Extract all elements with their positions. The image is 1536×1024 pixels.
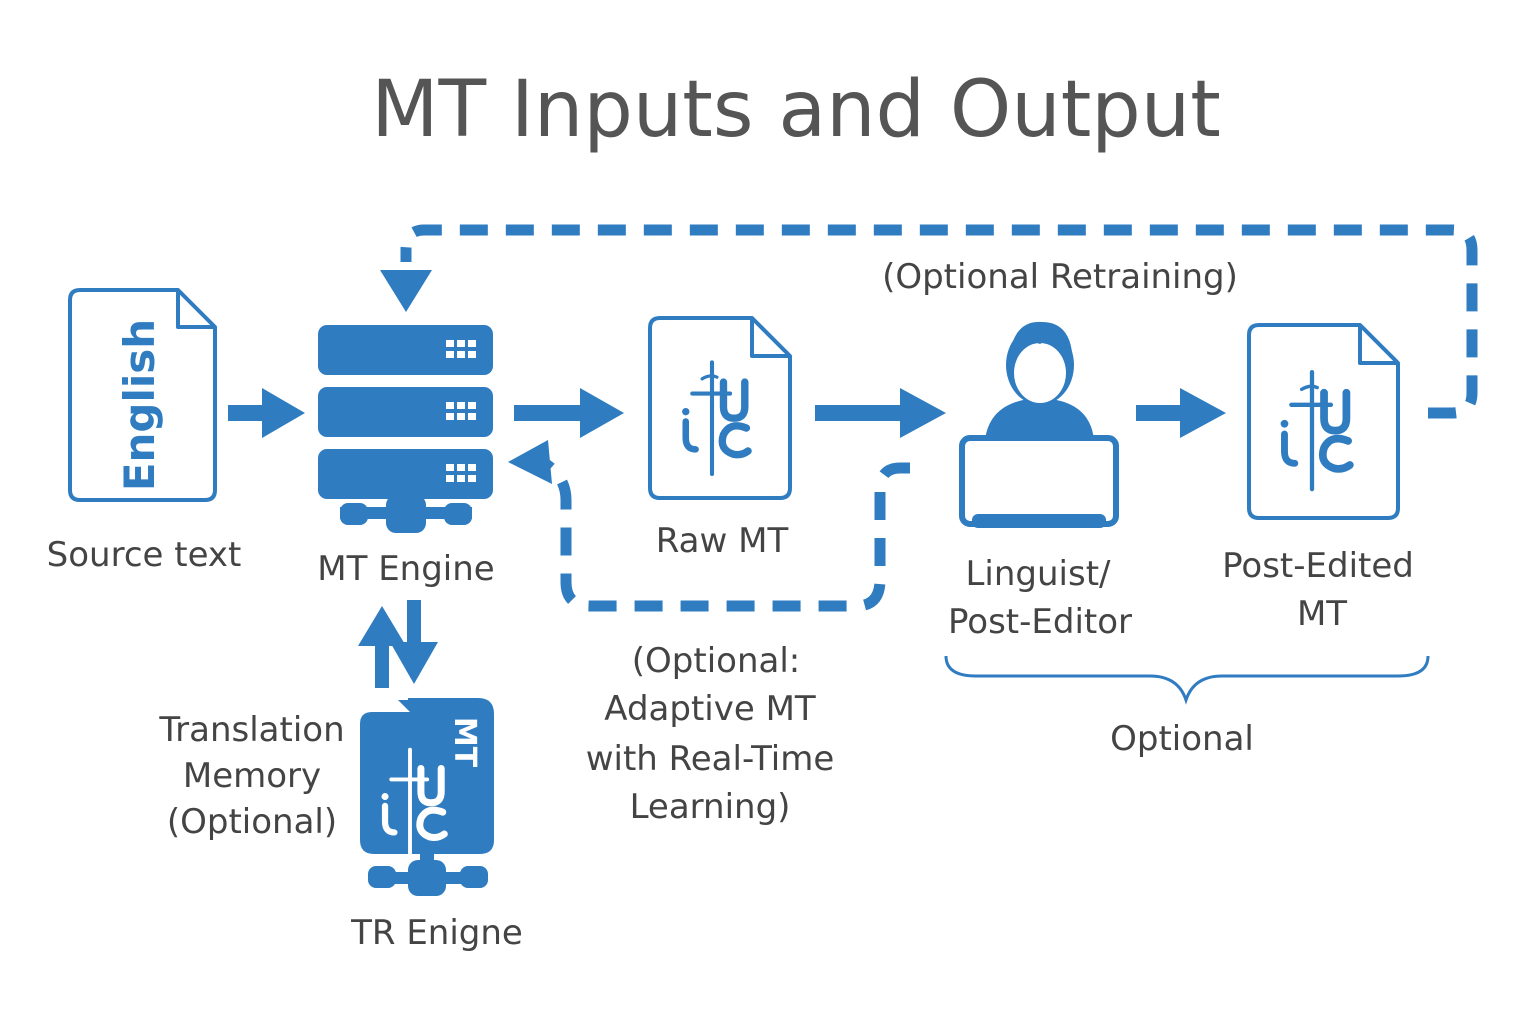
- arrow-source-to-engine: [228, 388, 305, 438]
- tm-badge: MT: [447, 717, 482, 768]
- adaptive-label-line-4: Learning): [630, 787, 791, 827]
- page-title: MT Inputs and Output: [371, 65, 1221, 155]
- optional-brace: [944, 655, 1430, 705]
- retraining-loop-dashed-arrow: [380, 224, 1478, 419]
- tm-label-line-1: Translation: [158, 710, 344, 750]
- post-edited-document-icon: [1247, 323, 1400, 520]
- source-document-text: English: [115, 319, 164, 491]
- adaptive-label-line-1: (Optional:: [632, 641, 800, 681]
- source-text-label: Source text: [47, 535, 242, 575]
- raw-mt-document-icon: [648, 316, 792, 500]
- source-document-icon: English: [68, 288, 217, 502]
- retraining-label: (Optional Retraining): [882, 257, 1238, 297]
- adaptive-label-line-2: Adaptive MT: [604, 689, 816, 729]
- linguist-laptop-icon: [959, 321, 1119, 528]
- arrows-engine-tm-exchange: [358, 600, 438, 688]
- tr-engine-label: TR Enigne: [350, 913, 523, 953]
- tm-label-line-2: Memory: [183, 756, 321, 796]
- linguist-label-line-2: Post-Editor: [948, 602, 1132, 642]
- arrow-linguist-to-post-edited: [1136, 388, 1226, 438]
- linguist-label-line-1: Linguist/: [965, 554, 1111, 594]
- mt-engine-server-icon: [318, 325, 493, 533]
- mt-engine-label: MT Engine: [317, 549, 494, 589]
- adaptive-loop-dashed-arrow: [508, 440, 910, 612]
- arrow-engine-to-raw-mt: [514, 388, 624, 438]
- raw-mt-label: Raw MT: [656, 521, 789, 561]
- adaptive-label-line-3: with Real-Time: [586, 739, 835, 779]
- arrow-raw-mt-to-linguist: [815, 388, 946, 438]
- tm-label-line-3: (Optional): [167, 802, 337, 842]
- post-edited-label-line-1: Post-Edited: [1222, 546, 1414, 586]
- translation-memory-folder-icon: MT: [360, 696, 494, 896]
- post-edited-label-line-2: MT: [1297, 594, 1347, 634]
- optional-label: Optional: [1110, 719, 1254, 759]
